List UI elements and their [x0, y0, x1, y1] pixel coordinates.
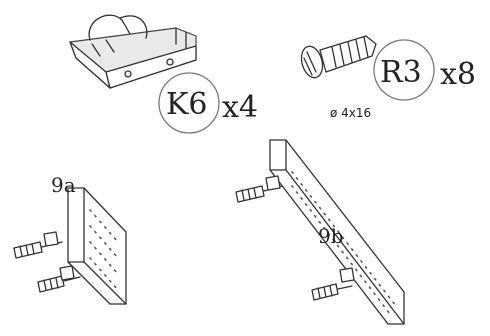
k6-part-code: K6: [166, 87, 208, 122]
panel-9b-illustration: 9b: [269, 139, 405, 325]
k6-part-quantity: x4: [222, 90, 258, 125]
panel-9b-fittings: [235, 175, 355, 301]
panel-9a-label: 9a: [51, 173, 76, 197]
r3-screw-size: ø 4x16: [330, 106, 371, 120]
r3-part-code: R3: [380, 55, 422, 90]
panel-9a-fittings: [13, 231, 81, 293]
r3-screw-illustration: [300, 35, 377, 79]
panel-9b-label: 9b: [318, 224, 344, 248]
r3-part-quantity: x8: [440, 57, 476, 92]
panel-9a-illustration: 9a: [51, 173, 127, 305]
r3-part-callout: R3 x8 ø 4x16: [330, 39, 476, 120]
k6-part-callout: K6 x4: [158, 72, 258, 134]
k6-bracket-illustration: [69, 14, 197, 89]
